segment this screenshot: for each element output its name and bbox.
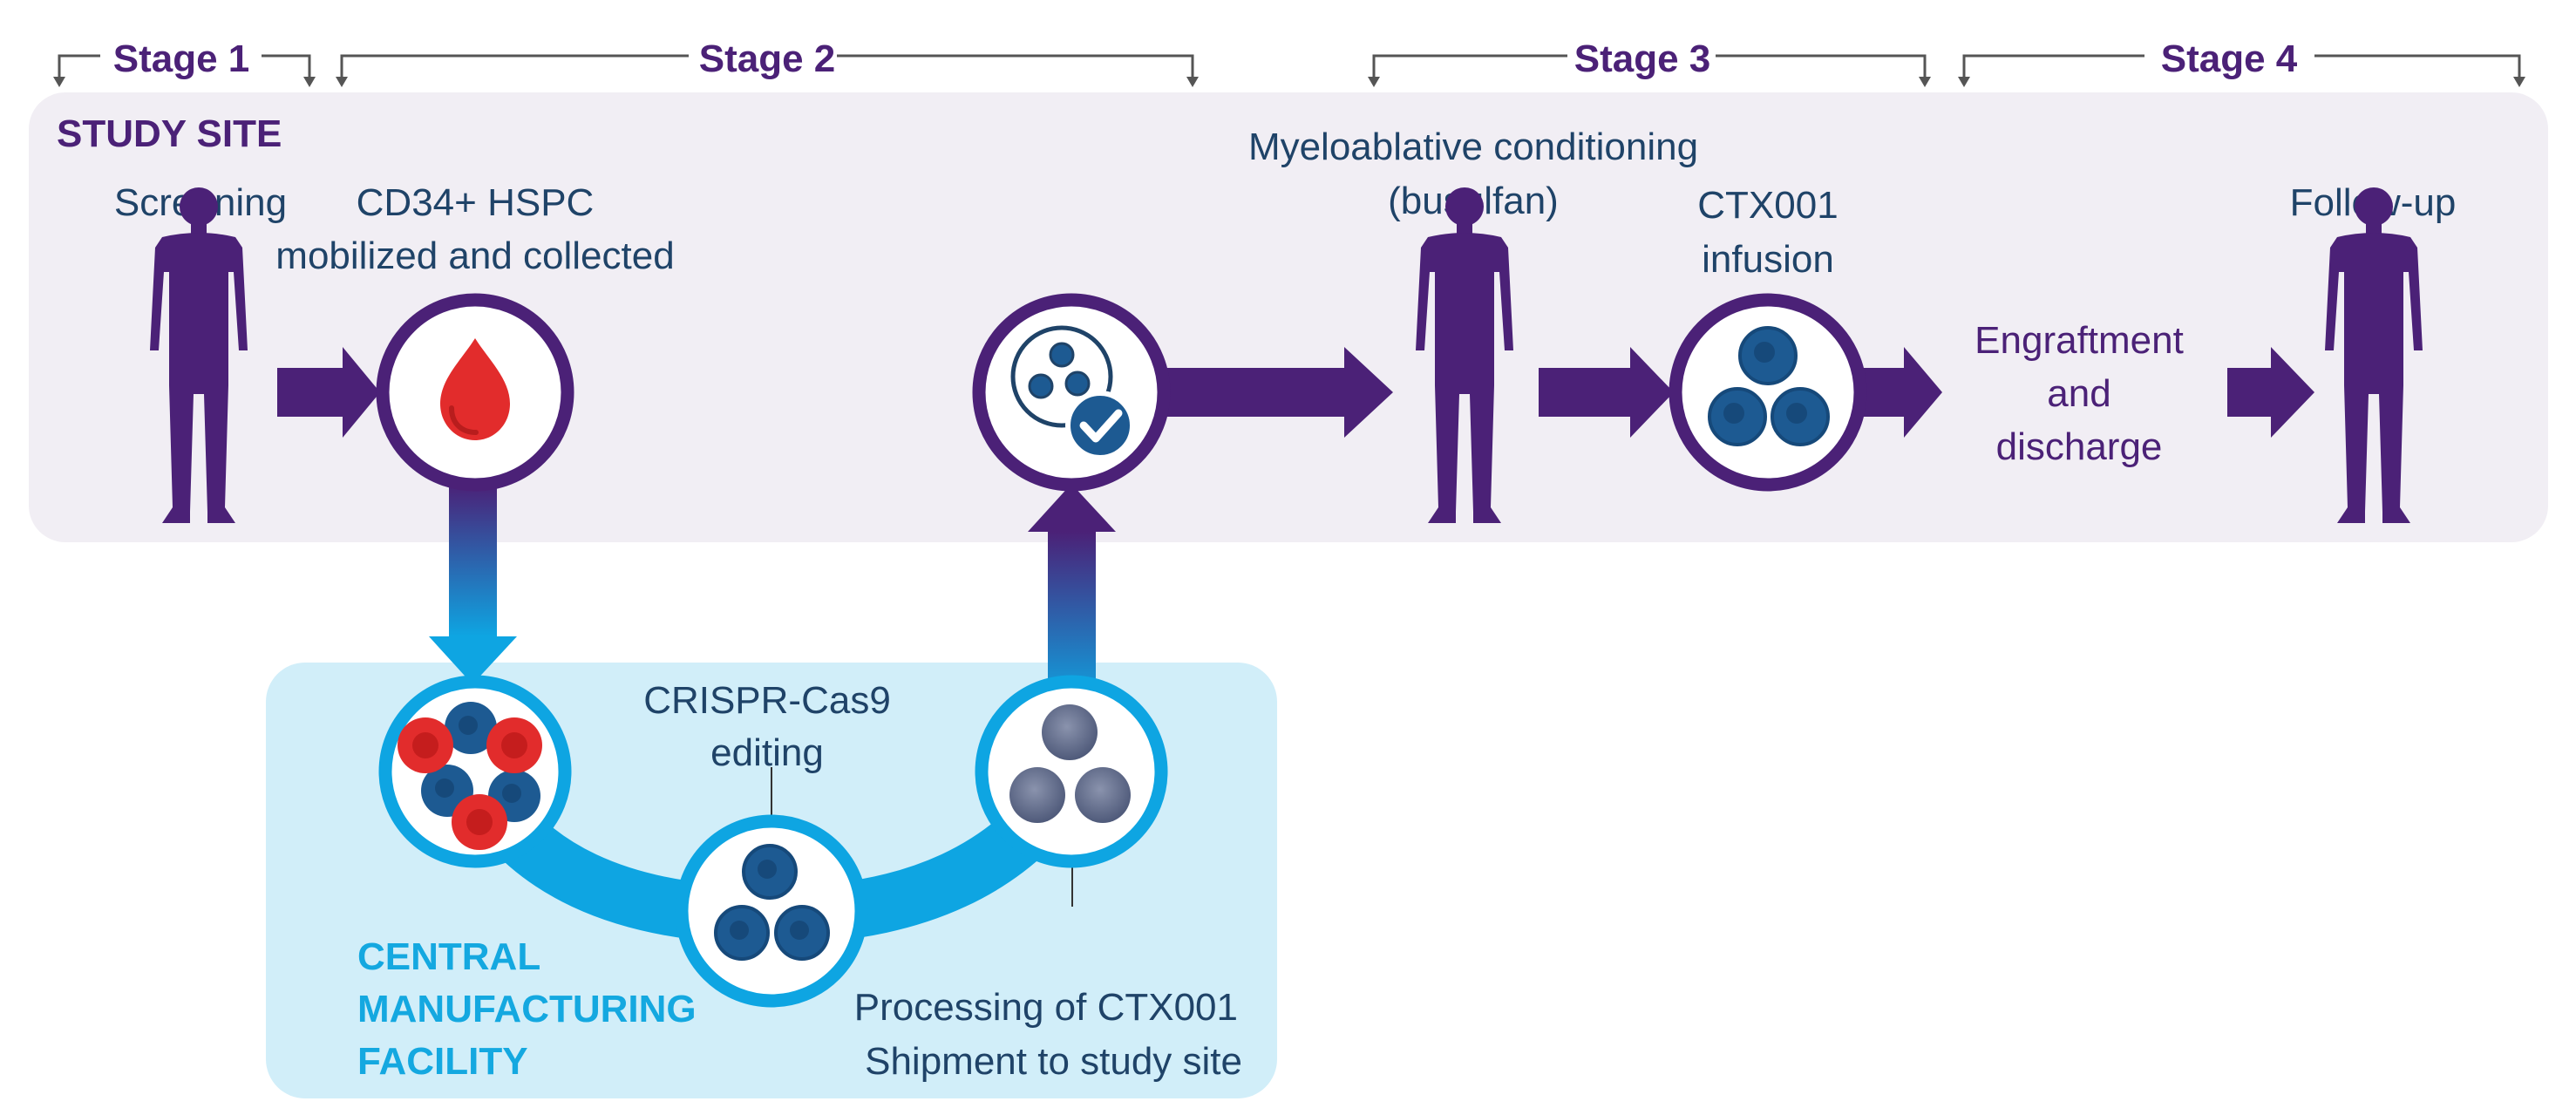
- blood-drop-icon: [440, 338, 510, 440]
- facility-title-line3: FACILITY: [357, 1040, 528, 1083]
- arrow-engraftment-to-followup: [2227, 347, 2314, 438]
- editing-label-line1: CRISPR-Cas9: [643, 679, 891, 722]
- stage-2-label: Stage 2: [699, 37, 836, 80]
- cell-icon: [1075, 767, 1131, 823]
- arrow-down-to-facility: [429, 484, 517, 684]
- conditioning-label-line1: Myeloablative conditioning: [1248, 126, 1698, 168]
- collection-label-line2: mobilized and collected: [275, 235, 674, 277]
- cell-icon: [1009, 767, 1065, 823]
- shipment-received-circle: [972, 293, 1171, 492]
- cell-icon: [1064, 371, 1091, 397]
- infusion-circle: [1669, 293, 1867, 492]
- stage-1-label: Stage 1: [113, 37, 250, 80]
- study-site-title: STUDY SITE: [57, 112, 282, 155]
- infusion-label-line1: CTX001: [1697, 184, 1838, 227]
- study-site-panel: [29, 92, 2548, 542]
- arrow-screening-to-collection: [277, 347, 380, 438]
- stage-bracket-arrowheads: [53, 77, 2525, 87]
- collected-cells-circle: [378, 675, 572, 868]
- engraftment-label-line3: discharge: [1996, 425, 2163, 468]
- collection-circle: [376, 293, 574, 492]
- editing-circle: [675, 814, 868, 1008]
- stage-brackets: [58, 54, 2521, 77]
- arrow-conditioning-to-infusion: [1539, 347, 1674, 438]
- collection-label-line1: CD34+ HSPC: [357, 181, 595, 224]
- stage-4-label: Stage 4: [2161, 37, 2298, 80]
- facility-title-line1: CENTRAL: [357, 935, 540, 978]
- infusion-label-line2: infusion: [1702, 238, 1834, 281]
- arrow-site-to-conditioning: [1159, 347, 1393, 438]
- checkmark-icon: [1065, 391, 1135, 460]
- stage-3-label: Stage 3: [1574, 37, 1711, 80]
- cell-icon: [1049, 342, 1075, 368]
- processed-cells-circle: [975, 675, 1168, 868]
- cell-icon: [1042, 704, 1098, 760]
- engraftment-label-line1: Engraftment: [1974, 319, 2184, 362]
- processing-label-line1: Processing of CTX001: [854, 986, 1238, 1029]
- cell-icon: [1028, 373, 1054, 399]
- processing-label-line2: Shipment to study site: [865, 1040, 1242, 1083]
- engraftment-label-line2: and: [2047, 372, 2110, 415]
- editing-label-line2: editing: [710, 731, 824, 774]
- facility-title-line2: MANUFACTURING: [357, 988, 697, 1030]
